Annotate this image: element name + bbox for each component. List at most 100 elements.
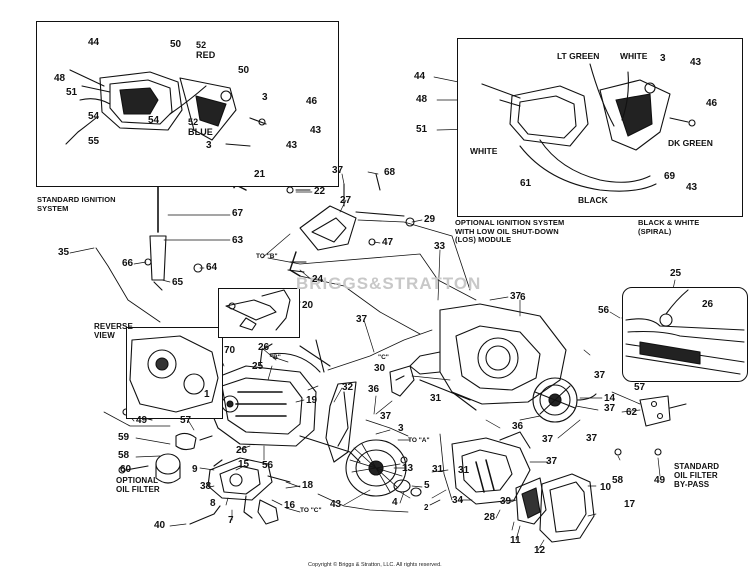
callout-24: 24 bbox=[312, 274, 324, 285]
b-marker: "B" bbox=[270, 354, 281, 361]
callout-50: 50 bbox=[170, 39, 182, 50]
callout-dk-green: DK GREEN bbox=[668, 138, 713, 148]
callout-9: 9 bbox=[192, 464, 198, 475]
callout-31: 31 bbox=[430, 393, 442, 404]
callout-58: 58 bbox=[612, 475, 624, 486]
callout-33: 33 bbox=[434, 241, 446, 252]
callout-30: 30 bbox=[374, 363, 386, 374]
callout-26: 26 bbox=[236, 445, 248, 456]
callout-59: 59 bbox=[118, 432, 130, 443]
callout-37: 37 bbox=[546, 456, 558, 467]
brand-watermark: BRIGGS&STRATTON bbox=[296, 274, 482, 293]
callout-35: 35 bbox=[58, 247, 70, 258]
callout-43: 43 bbox=[686, 182, 698, 193]
callout-37: 37 bbox=[380, 411, 392, 422]
callout-37: 37 bbox=[586, 433, 598, 444]
callout-62: 62 bbox=[626, 407, 638, 418]
callout-14: 14 bbox=[604, 393, 616, 404]
callout-63: 63 bbox=[232, 235, 244, 246]
callout-16: 16 bbox=[284, 500, 296, 511]
callout-6: 6 bbox=[520, 292, 526, 303]
callout-black: BLACK bbox=[578, 195, 608, 205]
callout-40: 40 bbox=[154, 520, 166, 531]
callout-48: 48 bbox=[416, 94, 428, 105]
callout-57: 57 bbox=[180, 415, 192, 426]
callout-68: 68 bbox=[384, 167, 396, 178]
callout-19: 19 bbox=[306, 395, 318, 406]
callout-61: 61 bbox=[520, 178, 532, 189]
c-marker: "C" bbox=[378, 354, 389, 361]
standard-oil-filter-bypass-caption: STANDARD OIL FILTER BY-PASS bbox=[674, 462, 720, 490]
callout-51: 51 bbox=[416, 124, 428, 135]
callout-56: 56 bbox=[262, 460, 274, 471]
callout-43: 43 bbox=[330, 499, 342, 510]
optional-ignition-box bbox=[457, 38, 743, 217]
callout-52-blue: 52 BLUE bbox=[188, 117, 213, 138]
bypass-parts-drawing bbox=[614, 395, 687, 456]
callout-67: 67 bbox=[232, 208, 244, 219]
callout-37: 37 bbox=[542, 434, 554, 445]
blower-housing-drawing bbox=[409, 303, 567, 411]
optional-ignition-caption: OPTIONAL IGNITION SYSTEM WITH LOW OIL SH… bbox=[455, 218, 565, 245]
callout-50: 50 bbox=[238, 65, 250, 76]
callout-43: 43 bbox=[286, 140, 298, 151]
flywheel-drawing bbox=[345, 439, 422, 497]
callout-69: 69 bbox=[664, 171, 676, 182]
callout-44: 44 bbox=[414, 71, 426, 82]
reverse-view-caption: REVERSE VIEW bbox=[94, 322, 133, 341]
to-c-label: TO "C" bbox=[300, 507, 322, 514]
callout-28: 28 bbox=[484, 512, 496, 523]
callout-37: 37 bbox=[356, 314, 368, 325]
callout-5: 5 bbox=[424, 480, 430, 491]
callout-37: 37 bbox=[332, 165, 344, 176]
to-a-label: TO "A" bbox=[408, 437, 430, 444]
callout-38: 38 bbox=[200, 481, 212, 492]
callout-56: 56 bbox=[598, 305, 610, 316]
callout-48: 48 bbox=[54, 73, 66, 84]
callout-46: 46 bbox=[706, 98, 718, 109]
head-shroud-drawing bbox=[325, 365, 415, 463]
callout-lt-green: LT GREEN bbox=[557, 51, 600, 61]
black-white-spiral-caption: BLACK & WHITE (SPIRAL) bbox=[638, 218, 700, 236]
callout-37: 37 bbox=[594, 370, 606, 381]
callout-4: 4 bbox=[392, 497, 398, 508]
callout-white: WHITE bbox=[620, 51, 648, 61]
callout-36: 36 bbox=[512, 421, 524, 432]
callout-white: WHITE bbox=[470, 146, 498, 156]
callout-65: 65 bbox=[172, 277, 184, 288]
callout-43: 43 bbox=[310, 125, 322, 136]
callout-31: 31 bbox=[458, 465, 470, 476]
callout-57: 57 bbox=[634, 382, 646, 393]
callout-22: 22 bbox=[314, 186, 326, 197]
callout-39: 39 bbox=[500, 496, 512, 507]
callout-34: 34 bbox=[452, 495, 464, 506]
callout-3: 3 bbox=[262, 92, 268, 103]
callout-20: 20 bbox=[302, 300, 314, 311]
oil-bypass-box bbox=[622, 287, 748, 382]
to-b-label: TO "B" bbox=[256, 253, 278, 260]
callout-52-red: 52 RED bbox=[196, 40, 216, 61]
callout-46: 46 bbox=[306, 96, 318, 107]
callout-1: 1 bbox=[204, 389, 210, 400]
callout-49: 49 bbox=[136, 415, 148, 426]
callout-29: 29 bbox=[424, 214, 436, 225]
callout-17: 17 bbox=[624, 499, 636, 510]
callout-25: 25 bbox=[252, 361, 264, 372]
governor-box bbox=[218, 288, 300, 338]
callout-43: 43 bbox=[690, 57, 702, 68]
callout-3: 3 bbox=[206, 140, 212, 151]
callout-55: 55 bbox=[88, 136, 100, 147]
callout-58: 58 bbox=[118, 450, 130, 461]
callout-8: 8 bbox=[210, 498, 216, 509]
carburetor-drawing bbox=[189, 457, 291, 525]
callout-36: 36 bbox=[368, 384, 380, 395]
callout-32: 32 bbox=[342, 382, 354, 393]
callout-49: 49 bbox=[654, 475, 666, 486]
engine-block-drawing bbox=[207, 339, 361, 463]
optional-oil-filter-caption: OPTIONAL OIL FILTER bbox=[116, 476, 160, 495]
oil-filter-drawing bbox=[118, 408, 213, 484]
callout-26: 26 bbox=[702, 299, 714, 310]
callout-54: 54 bbox=[148, 115, 160, 126]
callout-2: 2 bbox=[424, 503, 429, 512]
